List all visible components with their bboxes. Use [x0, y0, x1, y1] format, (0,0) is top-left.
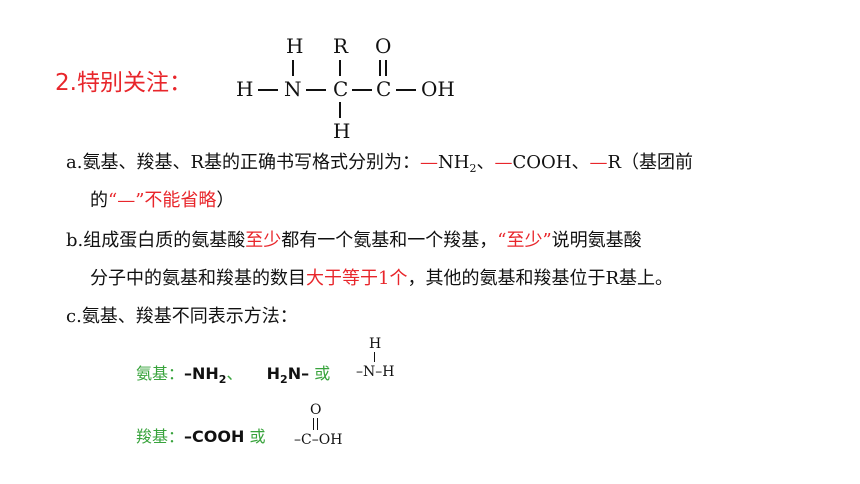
amino-or: 或: [314, 364, 331, 383]
line-b-text-3: 说明氨基酸: [551, 230, 642, 251]
line-c-prefix: c.: [66, 306, 82, 327]
sep-2: 、: [571, 152, 590, 173]
atom-top-o: O: [375, 34, 392, 58]
nh2-text: NH: [438, 152, 470, 173]
carboxyl-s-bond-1: [313, 418, 314, 430]
nh2-subscript: 2: [469, 162, 477, 175]
amino-form-2-sub: 2: [280, 373, 288, 386]
line-b-text-1: 组成蛋白质的氨基酸: [83, 230, 246, 251]
bond-c-r: [339, 60, 341, 76]
carboxyl-or: 或: [249, 427, 266, 446]
line-c: c.氨基、羧基不同表示方法：: [66, 302, 298, 328]
bond-c-o-1: [379, 60, 381, 76]
atom-c1: C: [333, 77, 349, 101]
line-b-text-2: 都有一个氨基和一个羧基，: [281, 230, 498, 251]
line-b-cont-text-2: ，其他的氨基和羧基位于R基上。: [407, 268, 674, 289]
bond-c-c: [352, 89, 372, 91]
amino-form-2-h: H: [266, 364, 281, 383]
carboxyl-label: 羧基：: [136, 427, 185, 446]
bond-h-n: [258, 89, 278, 91]
line-c-text: 氨基、羧基不同表示方法：: [81, 306, 298, 327]
line-b-emphasis-3: 大于等于1个: [306, 268, 408, 289]
amino-s-bond: [374, 352, 375, 362]
line-b-emphasis-2: “至少”: [497, 230, 552, 251]
line-a-prefix: a.: [66, 152, 83, 173]
amino-acid-structure: H R O H N C C OH H: [0, 0, 860, 150]
atom-c2: C: [376, 77, 392, 101]
section-heading: 2.特别关注：: [55, 70, 192, 96]
line-b-cont-text-1: 分子中的氨基和羧基的数目: [90, 268, 306, 289]
atom-left-h: H: [236, 77, 254, 101]
line-a-close-paren: ）: [216, 190, 235, 211]
atom-top-r: R: [333, 34, 349, 58]
carboxyl-s-bond-2: [317, 418, 318, 430]
line-a-continued: 的“—”不能省略）: [90, 186, 234, 212]
carboxyl-form-1: –COOH: [184, 427, 245, 446]
line-b-emphasis-1: 至少: [245, 230, 282, 251]
line-a-emphasis: “—”不能省略: [108, 190, 217, 211]
bond-c-h-bottom: [339, 102, 341, 118]
nh2-dash: —: [420, 152, 439, 173]
amino-s-top-h: H: [369, 336, 382, 352]
bond-c-o-2: [385, 60, 387, 76]
bond-n-h: [292, 60, 294, 76]
carboxyl-examples: 羧基：–COOH 或: [136, 423, 265, 447]
atom-bottom-h: H: [333, 119, 351, 143]
atom-n: N: [284, 77, 302, 101]
carboxyl-s-o: O: [310, 402, 322, 418]
r-text: R（基团前: [607, 152, 694, 173]
amino-examples: 氨基：–NH2、 H2N– 或: [136, 360, 330, 386]
line-a-cont-text: 的: [90, 190, 108, 211]
line-b-continued: 分子中的氨基和羧基的数目大于等于1个，其他的氨基和羧基位于R基上。: [90, 264, 673, 290]
r-dash: —: [589, 152, 608, 173]
carboxyl-s-main: –C–OH: [294, 432, 343, 448]
bond-c-oh: [396, 89, 416, 91]
cooh-dash: —: [494, 152, 513, 173]
amino-form-2-n: N–: [287, 364, 310, 383]
line-a-text: 氨基、羧基、R基的正确书写格式分别为：: [82, 152, 421, 173]
atom-oh: OH: [421, 77, 455, 101]
amino-form-1: –NH: [184, 364, 219, 383]
amino-sep: 、: [226, 364, 243, 383]
cooh-text: COOH: [512, 152, 572, 173]
amino-label: 氨基：: [136, 364, 185, 383]
atom-top-h: H: [286, 34, 304, 58]
line-a: a.氨基、羧基、R基的正确书写格式分别为：—NH2、—COOH、—R（基团前: [66, 148, 693, 175]
amino-s-n-h: –N–H: [356, 364, 395, 380]
line-b: b.组成蛋白质的氨基酸至少都有一个氨基和一个羧基，“至少”说明氨基酸: [66, 226, 642, 252]
line-b-prefix: b.: [66, 230, 84, 251]
amino-structure-small: H –N–H: [352, 336, 412, 386]
amino-form-1-sub: 2: [218, 373, 227, 386]
bond-n-c: [306, 89, 326, 91]
sep-1: 、: [476, 152, 495, 173]
carboxyl-structure-small: O –C–OH: [292, 402, 372, 452]
